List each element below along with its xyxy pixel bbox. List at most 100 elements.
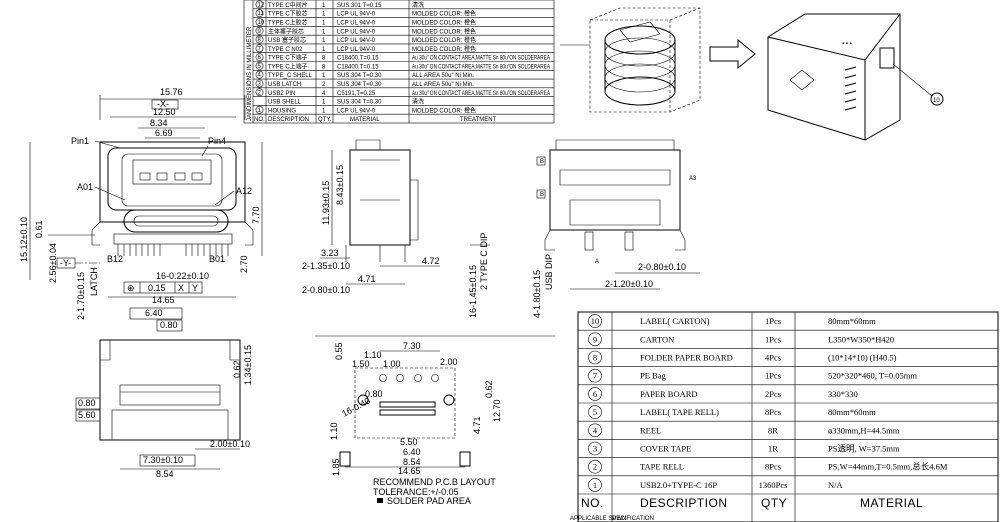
- bom-top-qty: 1: [322, 12, 326, 18]
- label-a: A: [595, 259, 599, 265]
- bom-bottom-desc: USB2.0+TYPE-C 16P: [640, 480, 717, 490]
- dim-1-20: 2-1.20±0.10: [605, 279, 653, 289]
- bom-bottom-no: 1: [593, 480, 597, 490]
- note-pcb-layout: RECOMMEND P.C.B LAYOUT: [373, 477, 496, 487]
- bom-top-no-circle: [255, 26, 264, 35]
- bom-bottom-material: 80mm*60mm: [828, 316, 876, 326]
- bom-bottom-qty: 1R: [768, 444, 778, 454]
- position-tolerance-icon: ⊕: [127, 283, 135, 293]
- dim-0-80-rear: 2-0.80±0.10: [638, 262, 686, 272]
- bom-top-no: 1: [258, 108, 262, 114]
- label-latch: LATCH: [89, 267, 99, 296]
- bom-bottom-no-circle: [588, 478, 602, 492]
- datum-x: -X-: [157, 99, 169, 109]
- bom-top-no: 5: [258, 64, 262, 70]
- bom-bottom-no: 2: [593, 462, 597, 472]
- bom-top-material: LCP UL 94V-0: [337, 108, 376, 114]
- bom-bottom-desc: TAPE RELL: [640, 462, 684, 472]
- dim-11-93: 11.93±0.15: [321, 181, 331, 225]
- callout-10-label: 10: [933, 98, 940, 104]
- bottom-view: 6.40 0.80 0.80 5.60 1.34±0.15 0.62 2.00±…: [75, 307, 253, 479]
- dim-12-50: 12.50: [153, 107, 176, 117]
- dim-8-54-pcb: 8.54: [403, 457, 421, 467]
- dim-0-61: 0.61: [34, 220, 44, 238]
- dim-15-12: 15.12±0.10: [19, 217, 29, 262]
- bom-bottom-no-circle: [588, 441, 602, 456]
- bom-top-no-circle: [255, 18, 264, 26]
- bom-top-qty: 4: [322, 91, 326, 97]
- bom-bottom-desc: PE Bag: [640, 371, 666, 381]
- dim-1-35: 2-1.35±0.10: [302, 261, 350, 271]
- dim-2-00: 2.00±0.10: [210, 439, 250, 449]
- bom-top-qty: 1: [322, 20, 326, 26]
- bom-top-treatment: Au 30u" ON CONTACT AREA,MATTE Sn 80u"ON …: [412, 56, 550, 62]
- dim-4-71: 4.71: [358, 274, 376, 284]
- dim-15-76: 15.76: [160, 87, 183, 97]
- bom-bottom-no-circle: [588, 368, 602, 383]
- label-pin4: Pin4: [208, 136, 226, 146]
- dim-4-71-pcb: 4.71: [472, 416, 482, 434]
- bom-top-material: C18400,T=0.15: [337, 56, 379, 62]
- datum-y: -Y-: [60, 258, 71, 268]
- datum-ref-y: Y: [192, 283, 198, 293]
- bom-top-treatment: 清洗: [412, 1, 424, 9]
- bom-top-no-circle: [255, 53, 264, 62]
- dim-0-80-bottom: 0.80: [160, 320, 178, 330]
- bom-bottom-material: (10*14*10) (H40.5): [828, 353, 897, 363]
- bom-top-no-circle: [255, 79, 264, 88]
- label-a3: A3: [689, 176, 697, 182]
- note-solder-pad: SOLDER PAD AREA: [387, 496, 471, 506]
- bom-top-material: LCP UL 94V-0: [337, 20, 376, 26]
- bom-top-qty: 1: [322, 47, 326, 53]
- dim-3-23: 3.23: [321, 248, 339, 258]
- bom-bottom-qty: 4Pcs: [765, 353, 781, 363]
- bom-top-desc: TYPE C上胶芯: [268, 18, 308, 26]
- label-a12: A12: [236, 186, 252, 196]
- bom-top-material: SUS 301 T=0.15: [337, 3, 382, 9]
- dim-8-43: 8.43±0.15: [335, 165, 345, 205]
- bom-top-treatment: MOLDED COLOR: 橙色: [412, 18, 476, 26]
- bom-bottom-material: 520*320*460, T=0.05mm: [828, 371, 917, 381]
- rear-view: B B A3 A 2-0.80±0.10 2-1.20±0.10 4-1.80±…: [532, 139, 700, 318]
- bom-top-desc: TYPE C中间片: [268, 1, 308, 9]
- dim-7-30: 7.30±0.10: [143, 455, 183, 465]
- dim-16-0-22: 16-0.22±0.10: [156, 271, 209, 281]
- bom-bottom-no: 3: [593, 444, 597, 454]
- label-b12: B12: [107, 254, 123, 264]
- dim-8-34: 8.34: [150, 118, 168, 128]
- dim-2-00-pcb: 2.00: [440, 357, 458, 367]
- bom-top-treatment: 清洗: [412, 98, 424, 106]
- bom-top-material: C5191,T=0.25: [337, 91, 376, 97]
- dim-6-40: 6.40: [403, 447, 421, 457]
- bom-bottom-qty: 1Pcs: [765, 371, 781, 381]
- solder-pad-legend-swatch: [377, 498, 383, 503]
- bom-top-no: 2: [258, 90, 262, 96]
- bom-bottom-material: ø330mm,H=44.5mm: [828, 425, 900, 435]
- bom-top-treatment: Au 30u" ON CONTACT AREA,MATTE Sn 80u"ON …: [412, 64, 550, 70]
- bom-top-qty: 8: [322, 64, 326, 70]
- dim-1-00: 1.00: [383, 359, 401, 369]
- label-type-c-dip: 2 TYPE C DIP: [479, 233, 489, 290]
- bom-bottom-qty: 1360Pcs: [759, 480, 788, 490]
- bom-top-material: LCP UL 94V-0: [337, 47, 376, 53]
- carton-mark: ▪ ▪ ▪: [842, 41, 852, 47]
- bom-top-treatment: MOLDED COLOR: 橙色: [412, 27, 476, 35]
- dim-5-50: 5.50: [400, 437, 418, 447]
- dim-1-50: 1.50: [352, 359, 370, 369]
- bom-bottom-no: 6: [593, 389, 597, 399]
- bom-top-desc: USB2 PIN: [268, 91, 295, 97]
- bom-top-no: 3: [258, 81, 262, 87]
- arrow-right-icon: [709, 38, 756, 70]
- bom-bottom-qty: 8Pcs: [765, 462, 781, 472]
- bom-top-material: SUS 304 T=0.30: [337, 73, 382, 79]
- bom-top-side-label: DIMENSIONS IN MILLIMETER: [247, 26, 253, 110]
- bom-top-desc: TYPE C下端子: [268, 54, 308, 62]
- bom-top-material: LCP UL 94V-0: [337, 29, 376, 35]
- note-tolerance: TOLERANCE:+/-0.05: [373, 487, 459, 497]
- bom-top-desc: TYPE_C SHELL: [268, 73, 313, 79]
- dim-0-80: 2-0.80±0.10: [302, 285, 350, 295]
- bom-bottom-qty: 2Pcs: [765, 389, 781, 399]
- pcb-layout: 0.55 7.30 1.10 1.50 1.00 2.00 0.80 16-0.…: [315, 335, 555, 506]
- bom-top-no: 6: [258, 55, 262, 61]
- bom-top-header-no: NO.: [254, 117, 265, 123]
